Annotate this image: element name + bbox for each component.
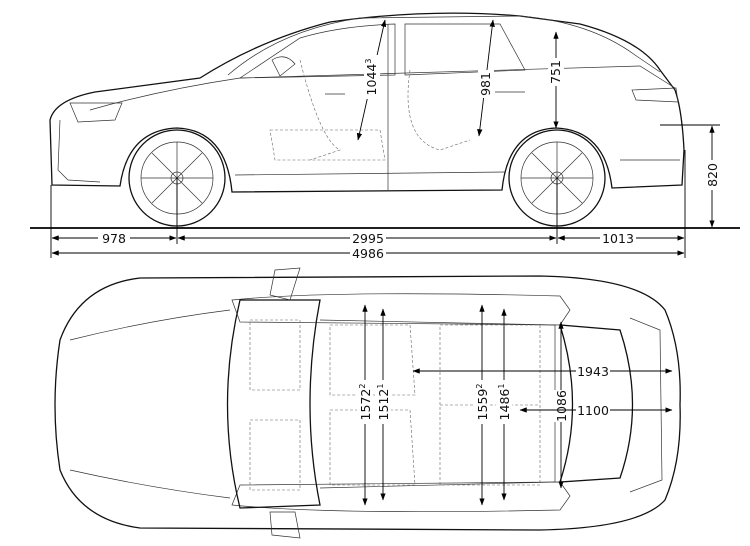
front-headroom-dimension: 10443: [356, 19, 387, 141]
front-elbow-width-footnote: 1: [376, 384, 385, 389]
front-elbow-width-label: 1512: [376, 389, 391, 421]
svg-text:15121: 15121: [376, 384, 391, 421]
wheel-arch-width-label: 1086: [554, 390, 569, 422]
front-headroom-footnote: 3: [364, 59, 373, 64]
front-shoulder-width-dimension: 15722: [357, 304, 373, 506]
svg-text:15722: 15722: [358, 384, 373, 421]
svg-text:14861: 14861: [497, 384, 512, 421]
front-headroom-label: 1044: [364, 64, 379, 96]
rear-headroom-dimension: 981: [477, 19, 495, 137]
cargo-length-dimension: 1100: [519, 403, 673, 418]
overall-length-label: 4986: [352, 246, 384, 261]
front-elbow-width-dimension: 15121: [375, 308, 391, 501]
rear-elbow-width-footnote: 1: [497, 384, 506, 389]
front-overhang-dimension: 978: [51, 231, 177, 246]
front-shoulder-width-footnote: 2: [358, 384, 367, 389]
rear-elbow-width-label: 1486: [497, 389, 512, 421]
svg-text:10443: 10443: [364, 59, 379, 96]
wheelbase-label: 2995: [352, 231, 384, 246]
top-view-car: [54, 267, 681, 539]
cargo-length-label: 1100: [577, 403, 609, 418]
front-overhang-label: 978: [102, 231, 126, 246]
rear-overhang-label: 1013: [602, 231, 634, 246]
rear-shoulder-width-dimension: 15592: [474, 304, 490, 506]
rear-shoulder-width-footnote: 2: [475, 384, 484, 389]
side-extension-lines: [50, 124, 720, 258]
side-view-car: [49, 12, 685, 193]
rear-headroom-label: 981: [478, 72, 493, 96]
rear-overhang-dimension: 1013: [557, 231, 685, 246]
cargo-length-folded-label: 1943: [577, 364, 609, 379]
front-shoulder-width-label: 1572: [358, 389, 373, 421]
loading-sill-height-dimension: 820: [704, 125, 720, 228]
cargo-length-folded-dimension: 1943: [412, 364, 673, 379]
cargo-opening-height-dimension: 751: [548, 31, 564, 129]
loading-sill-height-label: 820: [705, 163, 720, 187]
overall-length-dimension: 4986: [51, 246, 685, 261]
cargo-opening-height-label: 751: [548, 60, 563, 84]
rear-elbow-width-dimension: 14861: [496, 308, 512, 501]
svg-text:15592: 15592: [475, 384, 490, 421]
wheelbase-dimension: 2995: [177, 231, 557, 246]
rear-shoulder-width-label: 1559: [475, 389, 490, 421]
wheel-arch-width-dimension: 1086: [553, 321, 569, 489]
